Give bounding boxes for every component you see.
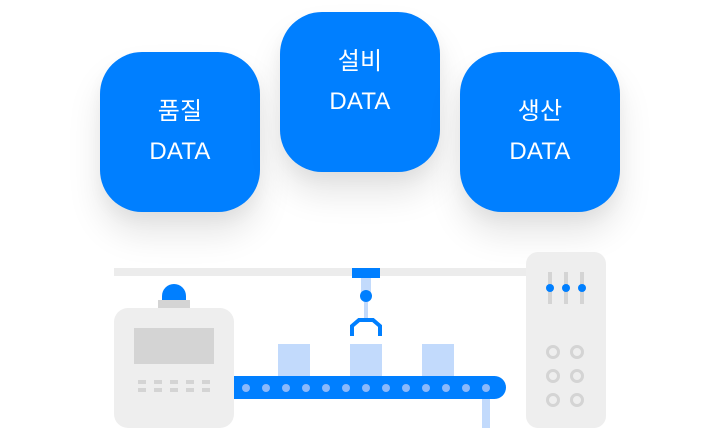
machine-screen [134, 328, 214, 364]
card-subtitle: DATA [329, 88, 391, 115]
panel-button[interactable] [546, 345, 560, 359]
card-title: 품질 [157, 98, 203, 125]
panel-button[interactable] [570, 393, 584, 407]
belt-roller [362, 384, 370, 392]
panel-button[interactable] [570, 345, 584, 359]
keypad-key [138, 380, 146, 384]
product-box [350, 344, 382, 376]
card-subtitle: DATA [509, 138, 571, 165]
keypad-key [170, 388, 178, 392]
slider-knob[interactable] [578, 284, 586, 292]
panel-button[interactable] [546, 393, 560, 407]
belt-roller [382, 384, 390, 392]
product-box [278, 344, 310, 376]
gripper-stem [361, 278, 371, 294]
keypad-key [186, 380, 194, 384]
overhead-rail [114, 268, 544, 276]
belt-roller [242, 384, 250, 392]
belt-roller [342, 384, 350, 392]
panel-button[interactable] [570, 369, 584, 383]
slider-knob[interactable] [562, 284, 570, 292]
belt-roller [482, 384, 490, 392]
keypad-key [202, 380, 210, 384]
conveyor-leg [482, 399, 490, 428]
gripper-claw-icon [350, 318, 382, 336]
panel-button[interactable] [546, 369, 560, 383]
keypad-key [154, 388, 162, 392]
card-title: 설비 [337, 48, 383, 75]
warning-lamp-icon [162, 284, 186, 300]
production-data-card[interactable]: 생산 DATA [460, 52, 620, 212]
control-machine [114, 308, 234, 428]
keypad-key [138, 388, 146, 392]
gripper-rod [364, 302, 368, 318]
belt-roller [302, 384, 310, 392]
gripper-carriage [352, 268, 380, 278]
card-title: 생산 [517, 98, 563, 125]
keypad-key [202, 388, 210, 392]
belt-roller [422, 384, 430, 392]
quality-data-card[interactable]: 품질 DATA [100, 52, 260, 212]
belt-roller [322, 384, 330, 392]
keypad-key [170, 380, 178, 384]
keypad-key [186, 388, 194, 392]
lamp-base [158, 300, 190, 308]
belt-roller [262, 384, 270, 392]
belt-roller [402, 384, 410, 392]
belt-roller [462, 384, 470, 392]
product-box [422, 344, 454, 376]
conveyor-belt [234, 376, 506, 399]
belt-roller [282, 384, 290, 392]
keypad-key [154, 380, 162, 384]
gripper-joint [360, 290, 372, 302]
card-subtitle: DATA [149, 138, 211, 165]
slider-knob[interactable] [546, 284, 554, 292]
equipment-data-card[interactable]: 설비 DATA [280, 12, 440, 172]
belt-roller [442, 384, 450, 392]
